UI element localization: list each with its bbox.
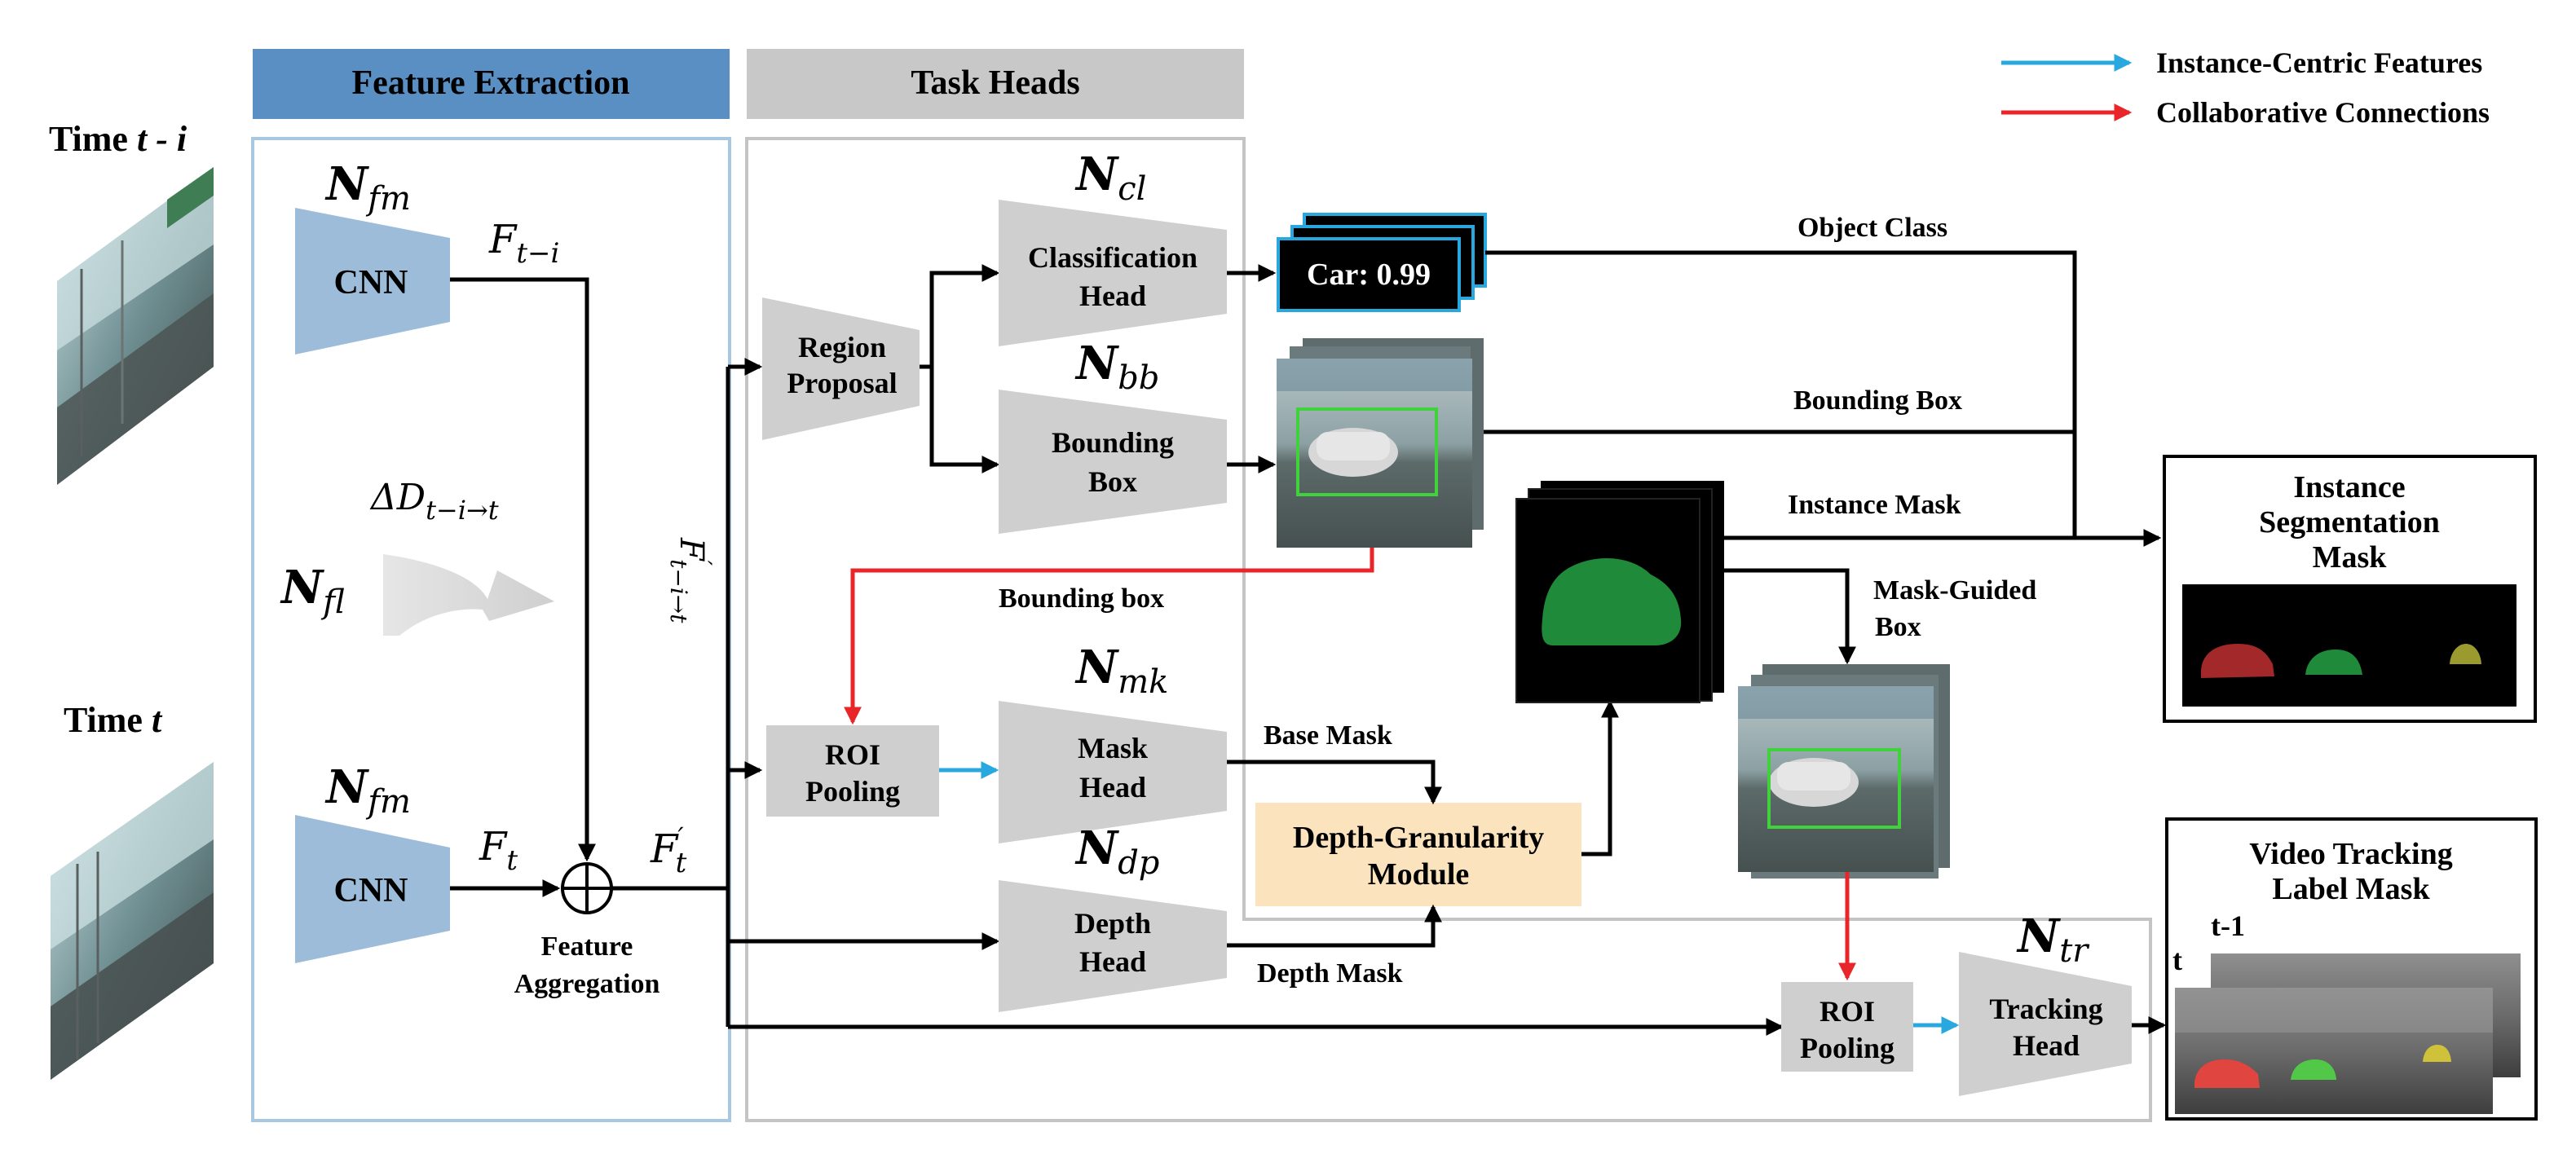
base-mask-label: Base Mask bbox=[1264, 720, 1392, 751]
mask-label-1: Mask bbox=[1078, 732, 1148, 764]
bbox-label-2: Box bbox=[1088, 465, 1137, 498]
instance-seg-label-3: Mask bbox=[2313, 540, 2388, 575]
aggregation-label-1: Feature bbox=[541, 931, 633, 962]
video-tracking-label-1: Video Tracking bbox=[2249, 837, 2453, 871]
roi2-label-1: ROI bbox=[1820, 995, 1875, 1028]
time-cur-label: Time t bbox=[64, 700, 163, 740]
dgm-label-1: Depth-Granularity bbox=[1293, 821, 1544, 855]
legend: Instance-Centric Features Collaborative … bbox=[2001, 46, 2490, 129]
edge-dgm-to-instance-mask bbox=[1581, 699, 1619, 857]
f-t-prime-label: F′t bbox=[650, 821, 687, 879]
mask-guided-label-2: Box bbox=[1875, 612, 1921, 642]
instance-seg-label-2: Segmentation bbox=[2259, 505, 2440, 539]
roi-label-1: ROI bbox=[825, 738, 880, 771]
warped-feature-label: F′t−i→t bbox=[665, 537, 717, 623]
roi2-label-2: Pooling bbox=[1800, 1032, 1895, 1064]
nfm-top-label: Nfm bbox=[324, 157, 411, 218]
cnn-top bbox=[295, 208, 450, 355]
roi-label-2: Pooling bbox=[805, 775, 900, 808]
object-class-label: Object Class bbox=[1797, 213, 1947, 243]
region-proposal-box bbox=[762, 297, 920, 440]
feature-extraction-header bbox=[253, 49, 730, 119]
f-t-label: Ft bbox=[479, 824, 518, 877]
roi-pooling-box bbox=[766, 725, 939, 817]
depth-label-2: Head bbox=[1079, 945, 1146, 978]
ntr-label: Ntr bbox=[2016, 909, 2090, 970]
bounding-box-label: Bounding Box bbox=[1793, 385, 1962, 416]
dgm-label-2: Module bbox=[1368, 857, 1470, 892]
frame-cur-label: t bbox=[2172, 944, 2182, 976]
f-t-minus-i-label: Ft−i bbox=[488, 217, 559, 270]
legend-collaborative-label: Collaborative Connections bbox=[2156, 96, 2490, 129]
video-tracking-label-2: Label Mask bbox=[2272, 872, 2430, 906]
time-prev-label: Time t - i bbox=[49, 119, 187, 159]
mask-label-2: Head bbox=[1079, 771, 1146, 804]
task-heads-header bbox=[747, 49, 1244, 119]
frame-prev-label: t-1 bbox=[2211, 909, 2245, 942]
ncl-label: Ncl bbox=[1074, 148, 1146, 208]
mask-guided-label-1: Mask-Guided bbox=[1873, 575, 2036, 606]
edge-to-mask-guided-box bbox=[1724, 568, 1856, 665]
edge-red-bbox-to-roi bbox=[844, 548, 1374, 725]
cnn-bottom bbox=[295, 815, 450, 963]
bounding-box-output-image bbox=[1277, 338, 1484, 548]
edge-rp-to-bbox bbox=[929, 367, 1000, 473]
input-frame-prev bbox=[57, 167, 214, 485]
instance-segmentation-output: Instance Segmentation Mask bbox=[2163, 455, 2537, 723]
region-proposal-label-1: Region bbox=[798, 331, 886, 363]
depth-granularity-module bbox=[1255, 803, 1581, 906]
aggregation-label-2: Aggregation bbox=[514, 969, 660, 999]
nfm-bottom-label: Nfm bbox=[324, 760, 411, 821]
flow-arrow-icon bbox=[383, 554, 554, 636]
tracking-head bbox=[1959, 952, 2132, 1096]
depth-head bbox=[999, 880, 1227, 1012]
bounding-box-head bbox=[999, 390, 1227, 534]
instance-mask-output-image bbox=[1515, 481, 1724, 703]
task-heads-frame bbox=[745, 137, 2152, 1122]
roi-pooling-tracking-box bbox=[1781, 982, 1913, 1072]
tracking-label-2: Head bbox=[2013, 1029, 2080, 1062]
object-class-output: Car: 0.99 bbox=[1277, 213, 1487, 312]
bounding-box-red-label: Bounding box bbox=[999, 584, 1164, 614]
edge-rp-to-classification bbox=[920, 264, 1000, 369]
classification-label-1: Classification bbox=[1028, 241, 1198, 274]
classification-label-2: Head bbox=[1079, 280, 1146, 312]
tracking-label-1: Tracking bbox=[1989, 993, 2102, 1025]
region-proposal-label-2: Proposal bbox=[787, 367, 897, 399]
classification-head bbox=[999, 200, 1227, 346]
cnn-bottom-label: CNN bbox=[334, 872, 408, 909]
nbb-label: Nbb bbox=[1074, 337, 1159, 397]
edge-depth-mask bbox=[1227, 904, 1442, 948]
input-frame-cur bbox=[51, 762, 214, 1080]
instance-mask-label: Instance Mask bbox=[1788, 490, 1961, 520]
edge-base-mask bbox=[1227, 760, 1442, 805]
nmk-label: Nmk bbox=[1074, 641, 1168, 701]
nfl-label: Nfl bbox=[280, 561, 345, 621]
depth-mask-label: Depth Mask bbox=[1257, 958, 1403, 989]
edge-object-class-line bbox=[1485, 250, 2077, 538]
video-tracking-output: Video Tracking Label Mask t-1 t bbox=[2165, 817, 2538, 1121]
delta-d-label: ΔDt−i→t bbox=[369, 477, 499, 526]
feature-extraction-title: Feature Extraction bbox=[352, 64, 630, 102]
task-heads-title: Task Heads bbox=[911, 64, 1079, 102]
ndp-label: Ndp bbox=[1074, 821, 1159, 882]
mask-guided-box-output-image bbox=[1738, 664, 1950, 879]
bbox-label-1: Bounding bbox=[1052, 426, 1174, 459]
depth-label-1: Depth bbox=[1074, 907, 1151, 940]
cnn-top-label: CNN bbox=[334, 264, 408, 302]
car-score-label: Car: 0.99 bbox=[1307, 258, 1431, 292]
instance-seg-label-1: Instance bbox=[2293, 470, 2405, 504]
edge-ft-minus-i bbox=[450, 277, 596, 862]
legend-instance-centric-label: Instance-Centric Features bbox=[2156, 46, 2482, 79]
mask-head bbox=[999, 701, 1227, 843]
